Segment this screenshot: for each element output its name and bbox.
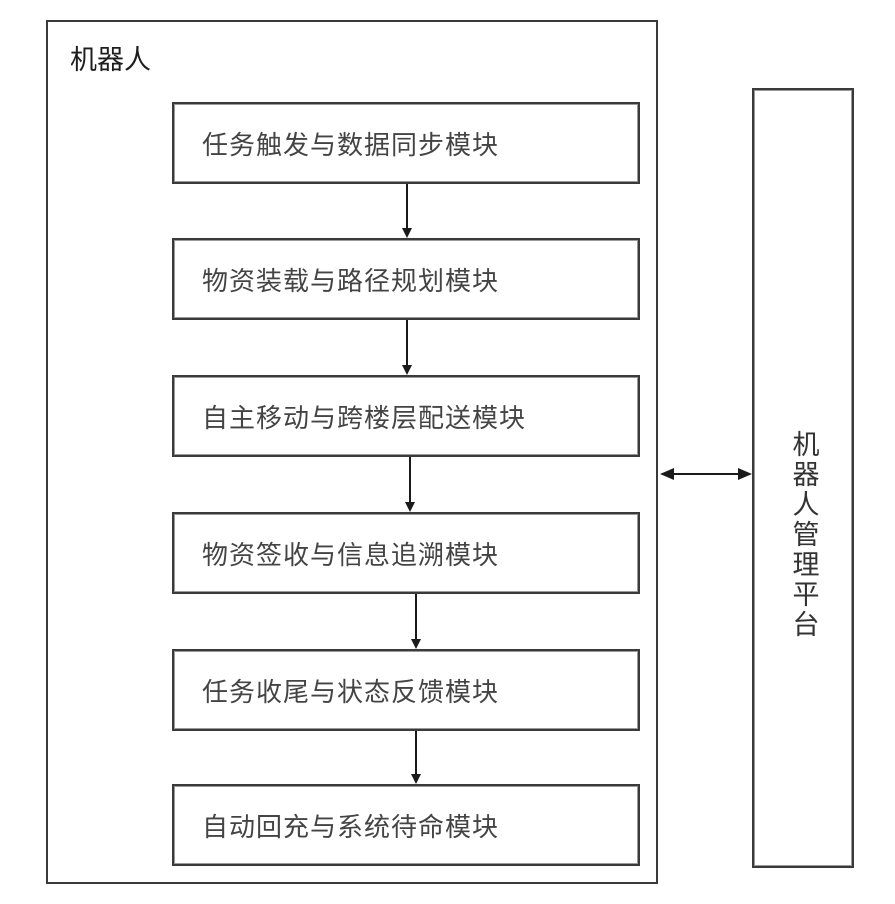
module-receipt-trace: 物资签收与信息追溯模块	[172, 512, 640, 594]
module-loading-path: 物资装载与路径规划模块	[172, 238, 640, 320]
management-platform-label: 机器人管理平台	[754, 430, 852, 640]
module-task-trigger: 任务触发与数据同步模块	[172, 102, 640, 184]
module-auto-recharge: 自动回充与系统待命模块	[172, 784, 640, 866]
module-autonomous-move: 自主移动与跨楼层配送模块	[172, 375, 640, 457]
module-task-finish: 任务收尾与状态反馈模块	[172, 649, 640, 731]
management-platform: 机器人管理平台	[752, 88, 854, 868]
robot-title: 机器人	[70, 38, 151, 77]
